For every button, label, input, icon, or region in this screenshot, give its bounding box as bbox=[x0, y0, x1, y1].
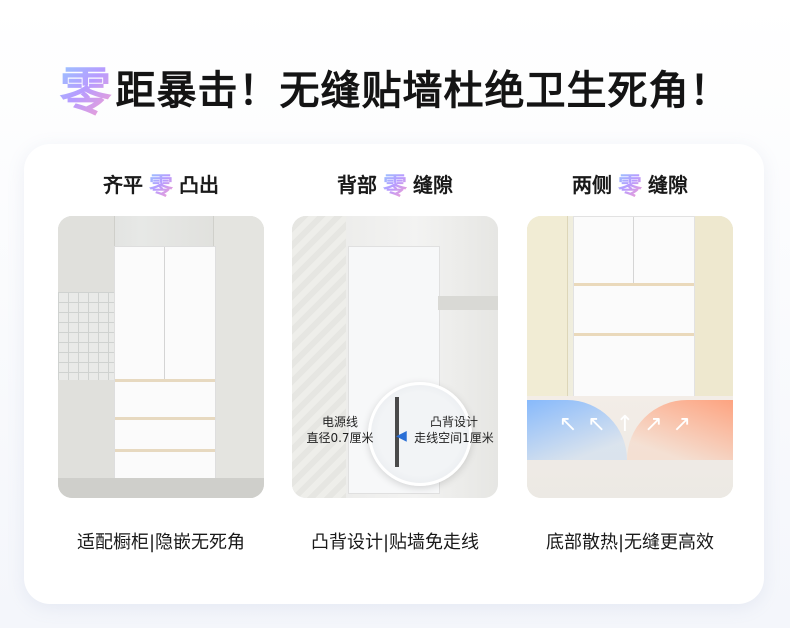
feature-caption: 适配橱柜|隐嵌无死角 bbox=[76, 532, 246, 553]
features-card: 齐平 零 凸出 适配橱柜|隐嵌无死角 背部 零 缝隙 bbox=[24, 144, 764, 604]
bottom-heat-dissipation-photo: ↖↖↑↗↗ bbox=[527, 216, 733, 498]
power-cord-annotation: 电源线 直径0.7厘米 bbox=[298, 414, 382, 446]
feature-title: 两侧 零 缝隙 bbox=[527, 166, 733, 200]
feature-caption: 底部散热|无缝更高效 bbox=[545, 532, 715, 553]
fridge-against-wall-photo: 电源线 直径0.7厘米 ◀ 凸背设计 走线空间1厘米 bbox=[292, 216, 498, 498]
headline: 零 距暴击！无缝贴墙杜绝卫生死角！ bbox=[0, 50, 790, 125]
fridge bbox=[573, 216, 695, 398]
left-cabinet bbox=[527, 216, 568, 396]
feature-title-right: 缝隙 bbox=[413, 172, 453, 197]
annotation-line: 直径0.7厘米 bbox=[306, 431, 374, 445]
feature-title-zero: 零 bbox=[149, 166, 173, 201]
feature-title-left: 齐平 bbox=[103, 172, 143, 197]
feature-title: 齐平 零 凸出 bbox=[58, 166, 264, 200]
fridge-in-cabinet-photo bbox=[58, 216, 264, 498]
feature-title-left: 背部 bbox=[337, 172, 377, 197]
annotation-line: 走线空间1厘米 bbox=[414, 431, 494, 445]
annotation-line: 凸背设计 bbox=[429, 415, 478, 429]
wall-tile bbox=[58, 292, 114, 380]
feature-title-left: 两侧 bbox=[572, 172, 612, 197]
feature-title-zero: 零 bbox=[618, 166, 642, 201]
right-cabinet bbox=[213, 216, 264, 498]
airflow-arrows-icon: ↖↖↑↗↗ bbox=[558, 412, 702, 437]
right-cabinet bbox=[692, 216, 733, 396]
headline-text: 距暴击！无缝贴墙杜绝卫生死角！ bbox=[115, 68, 731, 114]
feature-title: 背部 零 缝隙 bbox=[292, 166, 498, 200]
arrow-left-icon: ◀ bbox=[396, 428, 407, 444]
feature-title-right: 缝隙 bbox=[648, 172, 688, 197]
headline-zero-char: 零 bbox=[59, 50, 111, 125]
convex-back-annotation: 凸背设计 走线空间1厘米 bbox=[410, 414, 498, 446]
magnifier-detail bbox=[368, 382, 472, 486]
feature-title-zero: 零 bbox=[383, 166, 407, 201]
shelf bbox=[438, 296, 498, 310]
floor bbox=[58, 478, 264, 498]
power-cord bbox=[395, 397, 399, 467]
fridge bbox=[114, 246, 216, 480]
annotation-line: 电源线 bbox=[321, 415, 358, 429]
feature-caption: 凸背设计|贴墙免走线 bbox=[310, 532, 480, 553]
wall bbox=[292, 216, 346, 498]
feature-title-right: 凸出 bbox=[179, 172, 219, 197]
